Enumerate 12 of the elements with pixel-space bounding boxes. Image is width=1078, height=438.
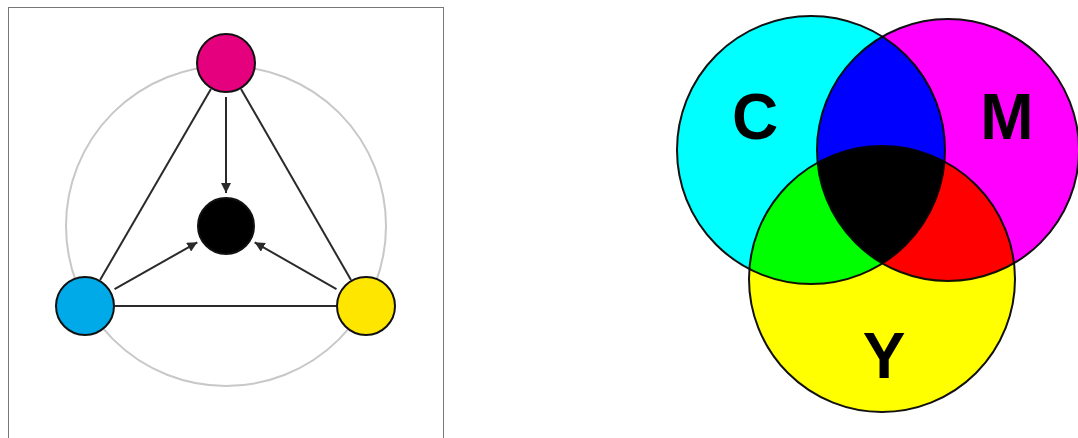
arrow bbox=[253, 241, 338, 291]
connector-line bbox=[240, 88, 352, 281]
color-letter: C bbox=[731, 85, 779, 149]
color-letter: M bbox=[980, 85, 1034, 149]
color-circle bbox=[197, 197, 255, 255]
connector-line bbox=[99, 87, 212, 282]
color-circle bbox=[196, 33, 256, 93]
arrow bbox=[221, 96, 231, 194]
color-circle bbox=[336, 276, 396, 336]
color-letter: Y bbox=[862, 324, 906, 388]
color-circle bbox=[55, 276, 115, 336]
arrow bbox=[113, 241, 199, 291]
